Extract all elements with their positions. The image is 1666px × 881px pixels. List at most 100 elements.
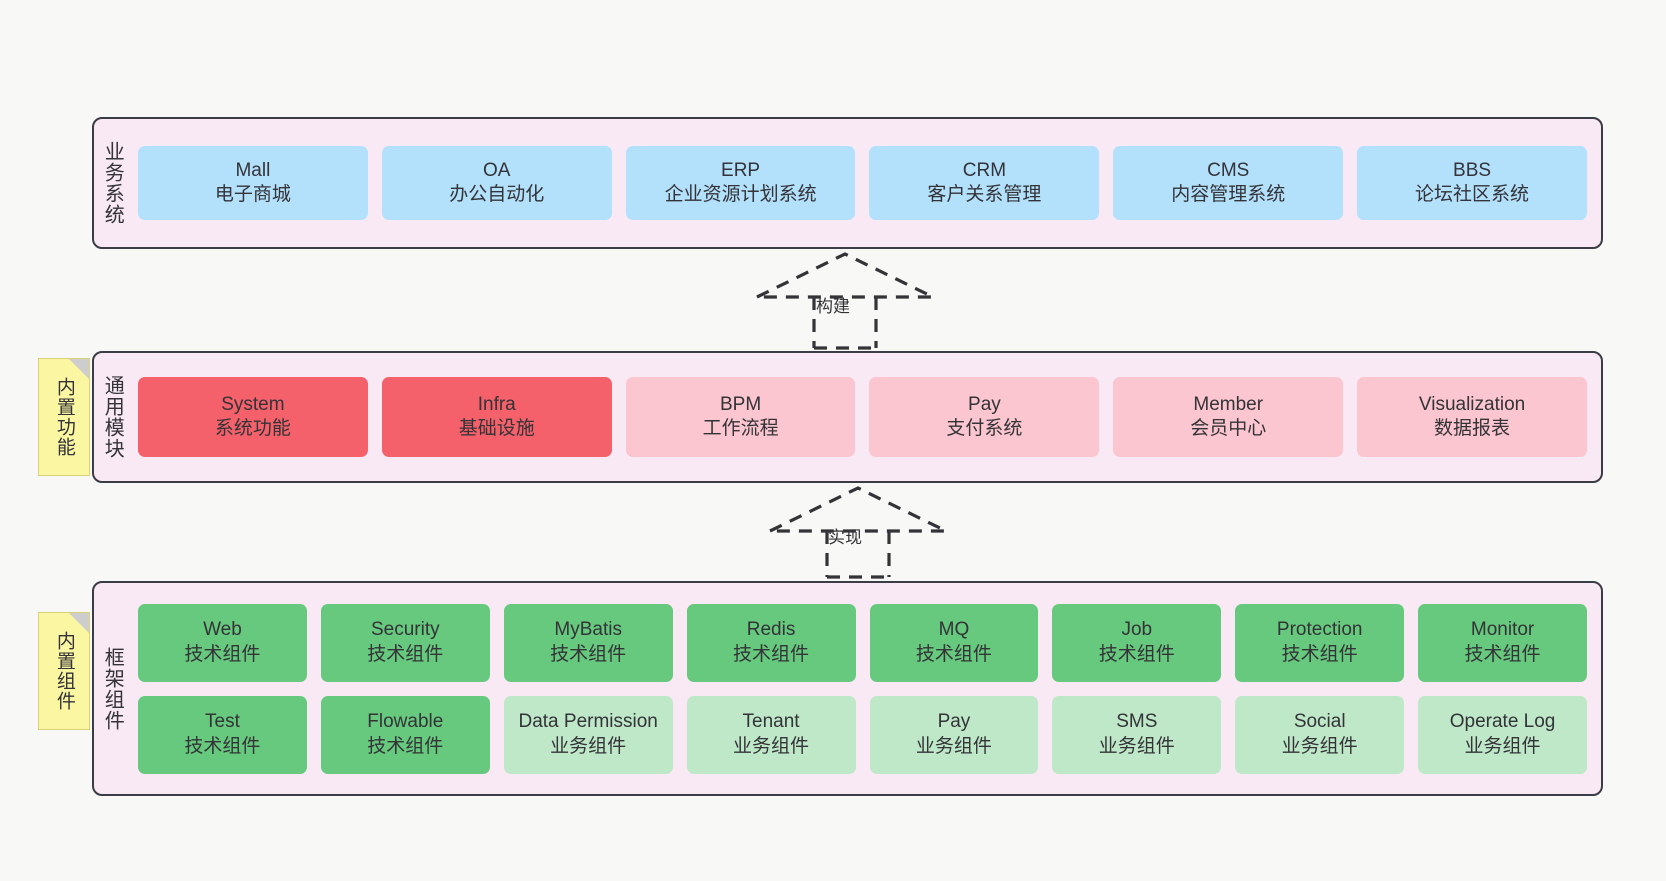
box-bbs[interactable]: BBS 论坛社区系统 [1357,146,1587,220]
box-subtitle: 技术组件 [1098,643,1175,665]
note-fold-icon [69,613,89,633]
arrow-implement-label: 实现 [828,528,862,547]
box-title: Flowable [367,711,444,733]
box-title: Job [1121,619,1153,641]
box-monitor[interactable]: Monitor 技术组件 [1418,603,1587,682]
box-subtitle: 技术组件 [1281,643,1358,665]
box-title: Web [203,619,242,641]
box-subtitle: 业务组件 [733,735,810,757]
box-subtitle: 技术组件 [1464,643,1541,665]
box-title: Pay [968,393,1001,415]
box-subtitle: 业务组件 [1281,735,1358,757]
box-subtitle: 业务组件 [1464,735,1541,757]
box-crm[interactable]: CRM 客户关系管理 [869,146,1100,220]
box-subtitle: 系统功能 [214,418,291,439]
box-title: CRM [962,159,1007,181]
box-title: Redis [746,619,796,641]
box-subtitle: 支付系统 [946,418,1023,439]
box-visualization[interactable]: Visualization 数据报表 [1357,377,1587,457]
box-subtitle: 技术组件 [367,643,444,665]
layer-row: Web 技术组件 Security 技术组件 MyBatis 技术组件 Redi… [138,603,1587,682]
box-subtitle: 业务组件 [915,735,992,757]
box-subtitle: 业务组件 [550,735,627,757]
note-label: 内置组件 [53,631,75,711]
box-social[interactable]: Social 业务组件 [1235,695,1405,774]
box-test[interactable]: Test 技术组件 [138,695,307,774]
box-subtitle: 业务组件 [1098,735,1175,757]
box-title: Protection [1276,619,1363,641]
box-title: CMS [1207,159,1250,181]
note-label: 内置功能 [53,377,75,457]
layer-title-business-system: 业务系统 [101,141,124,225]
box-subtitle: 论坛社区系统 [1415,184,1530,205]
box-mybatis[interactable]: MyBatis 技术组件 [503,603,673,682]
box-mq[interactable]: MQ 技术组件 [869,603,1039,682]
box-pay-module[interactable]: Pay 支付系统 [869,377,1100,457]
box-title: Mall [235,159,271,181]
box-erp[interactable]: ERP 企业资源计划系统 [625,146,856,220]
box-title: Data Permission [518,711,658,733]
note-fold-icon [69,359,89,379]
note-builtin-components: 内置组件 [38,612,90,730]
box-title: BPM [719,393,762,415]
box-subtitle: 数据报表 [1434,418,1511,439]
box-sms[interactable]: SMS 业务组件 [1052,695,1222,774]
box-title: Tenant [742,711,800,733]
layer-framework-component: 框架组件 Web 技术组件 Security 技术组件 MyBatis 技术组件… [92,581,1603,796]
box-subtitle: 办公自动化 [449,184,545,205]
box-job[interactable]: Job 技术组件 [1052,603,1222,682]
box-security[interactable]: Security 技术组件 [320,603,490,682]
box-subtitle: 技术组件 [733,643,810,665]
box-flowable[interactable]: Flowable 技术组件 [320,695,490,774]
box-bpm[interactable]: BPM 工作流程 [625,377,856,457]
box-subtitle: 技术组件 [915,643,992,665]
box-title: Visualization [1418,393,1526,415]
box-title: MQ [938,619,970,641]
box-pay-component[interactable]: Pay 业务组件 [869,695,1039,774]
box-title: ERP [721,159,761,181]
layer-business-system: 业务系统 Mall 电子商城 OA 办公自动化 ERP 企业资源计划系统 CRM… [92,117,1603,249]
box-subtitle: 技术组件 [184,735,261,757]
box-subtitle: 技术组件 [367,735,444,757]
box-title: Monitor [1470,619,1535,641]
box-redis[interactable]: Redis 技术组件 [686,603,856,682]
box-subtitle: 基础设施 [458,418,535,439]
layer-row: Test 技术组件 Flowable 技术组件 Data Permission … [138,695,1587,774]
box-tenant[interactable]: Tenant 业务组件 [686,695,856,774]
box-subtitle: 技术组件 [550,643,627,665]
box-title: MyBatis [554,619,622,641]
layer-body-common-module: System 系统功能 Infra 基础设施 BPM 工作流程 Pay 支付系统… [130,353,1601,481]
box-web[interactable]: Web 技术组件 [138,603,307,682]
box-title: SMS [1116,711,1158,733]
box-protection[interactable]: Protection 技术组件 [1235,603,1405,682]
note-builtin-features: 内置功能 [38,358,90,476]
layer-title-framework-component: 框架组件 [101,646,124,731]
box-title: Security [370,619,440,641]
box-subtitle: 客户关系管理 [927,184,1042,205]
arrow-build-label: 构建 [816,297,850,316]
box-cms[interactable]: CMS 内容管理系统 [1113,146,1344,220]
layer-title-common-module: 通用模块 [101,375,124,459]
layer-body-framework-component: Web 技术组件 Security 技术组件 MyBatis 技术组件 Redi… [130,583,1601,794]
box-data-permission[interactable]: Data Permission 业务组件 [503,695,673,774]
box-title: System [221,393,285,415]
box-subtitle: 企业资源计划系统 [664,184,817,205]
layer-row: Mall 电子商城 OA 办公自动化 ERP 企业资源计划系统 CRM 客户关系… [138,146,1587,220]
box-subtitle: 工作流程 [702,418,779,439]
box-mall[interactable]: Mall 电子商城 [138,146,368,220]
layer-row: System 系统功能 Infra 基础设施 BPM 工作流程 Pay 支付系统… [138,377,1587,457]
box-title: BBS [1453,159,1492,181]
box-subtitle: 内容管理系统 [1171,184,1286,205]
box-subtitle: 会员中心 [1190,418,1267,439]
box-system[interactable]: System 系统功能 [138,377,368,457]
box-operate-log[interactable]: Operate Log 业务组件 [1418,695,1587,774]
box-title: Social [1293,711,1346,733]
box-title: Pay [937,711,971,733]
box-infra[interactable]: Infra 基础设施 [381,377,612,457]
box-subtitle: 技术组件 [184,643,261,665]
box-member[interactable]: Member 会员中心 [1113,377,1344,457]
box-oa[interactable]: OA 办公自动化 [381,146,612,220]
box-title: OA [483,159,511,181]
layer-body-business-system: Mall 电子商城 OA 办公自动化 ERP 企业资源计划系统 CRM 客户关系… [130,119,1601,247]
